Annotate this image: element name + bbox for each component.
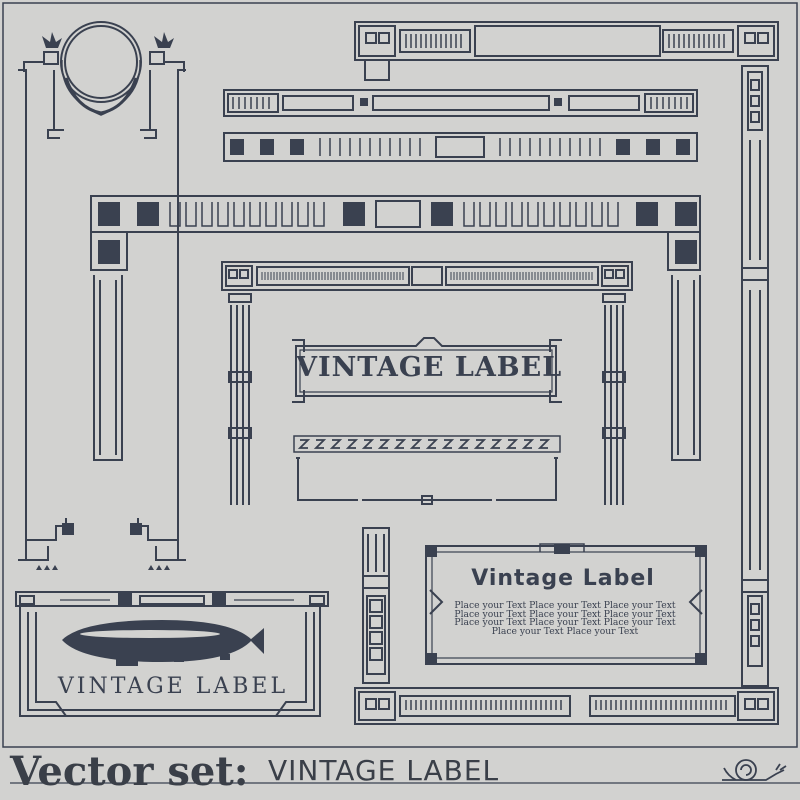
- wreath-medallion-icon: [60, 21, 142, 116]
- narrow-bar-2: [223, 132, 698, 162]
- top-right-ticks: [405, 34, 725, 48]
- inner-frame: [221, 261, 633, 505]
- footer-title: Vector set:: [10, 748, 249, 795]
- large-frame-sides: [90, 231, 701, 461]
- top-right-border-bar: [354, 21, 779, 81]
- left-column-lines: [18, 61, 186, 561]
- small-triangles: [36, 565, 170, 570]
- bottom-right-border-bar: [354, 687, 779, 725]
- center-label-frame: [292, 337, 562, 403]
- framed-vintage-label-text: Vintage Label: [471, 566, 655, 591]
- torch-icon: [42, 32, 174, 65]
- narrow-bar-1: [223, 89, 698, 117]
- footer-subtitle: VINTAGE LABEL: [268, 754, 500, 787]
- placeholder-line: Place your Text Place your Text Place yo…: [454, 608, 676, 620]
- airship-label-frame: [15, 591, 329, 717]
- large-frame-top: [90, 195, 701, 233]
- placeholder-line: Place your Text Place your Text Place yo…: [454, 600, 676, 611]
- page-border: [2, 2, 798, 748]
- airship-vintage-label-text: VINTAGE LABEL: [57, 674, 289, 699]
- placeholder-line: Place your Text Place your Text Place yo…: [454, 617, 676, 628]
- snail-icon: [722, 759, 787, 781]
- placeholder-text-block: Place your Text Place your Text Place yo…: [434, 600, 696, 637]
- center-vintage-label-text: VINTAGE LABEL: [296, 352, 563, 383]
- zigzag-band: [293, 435, 561, 505]
- vintage-label-box: [425, 543, 707, 665]
- right-vertical-column: [741, 65, 769, 687]
- airship-icon: [62, 620, 264, 666]
- inner-bottom-column: [362, 527, 390, 684]
- placeholder-line: Place your Text Place your Text: [491, 625, 639, 637]
